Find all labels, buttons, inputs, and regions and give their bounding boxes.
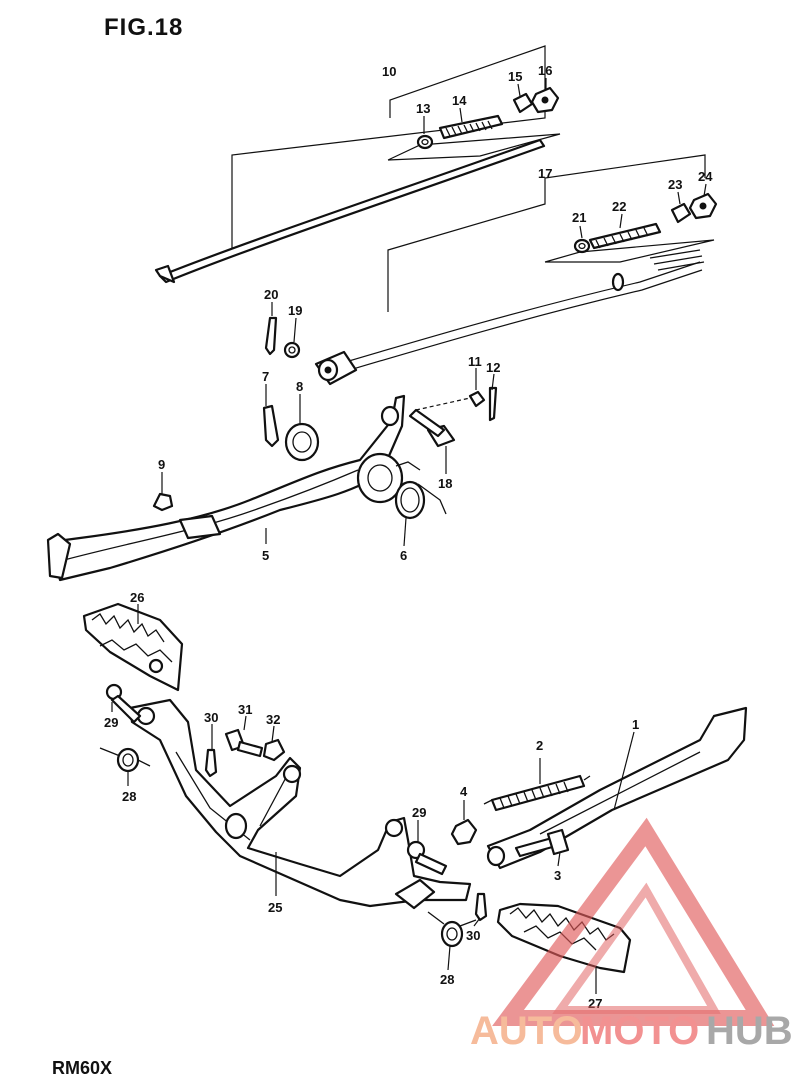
spring-28-lower: [427, 911, 477, 948]
callout-23: 23: [668, 177, 682, 192]
callout-24: 24: [698, 169, 713, 184]
leader-lines: [111, 78, 707, 994]
callout-13: 13: [416, 101, 430, 116]
adjuster-nut-24: [688, 192, 718, 220]
callout-10: 10: [382, 64, 396, 79]
model-code: RM60X: [52, 1058, 113, 1078]
pivot-bolt-18: [408, 397, 471, 448]
callout-30-upper: 30: [204, 710, 218, 725]
cable-end-clevis: [314, 350, 358, 386]
cotter-pin-30-upper: [204, 748, 218, 778]
cotter-pin-30-lower: [474, 892, 488, 922]
footrest-26: [82, 602, 184, 692]
side-stand-1: [486, 706, 748, 870]
pin-29-lower: [406, 840, 448, 876]
callout-1: 1: [632, 717, 639, 732]
callout-2: 2: [536, 738, 543, 753]
callout-7: 7: [262, 369, 269, 384]
bolt-31: [224, 728, 264, 758]
brake-cable-assembly: [314, 154, 718, 386]
callout-22: 22: [612, 199, 626, 214]
callout-18: 18: [438, 476, 452, 491]
nut-32: [262, 738, 286, 762]
brake-rod-assembly: [154, 45, 561, 284]
washer-21: [573, 238, 591, 254]
spring-28-upper: [99, 747, 151, 773]
callout-17: 17: [538, 166, 552, 181]
callout-31: 31: [238, 702, 252, 717]
cap-9: [152, 492, 174, 512]
pin-29-upper: [105, 683, 142, 724]
cotter-pin-7: [262, 404, 280, 448]
callout-14: 14: [452, 93, 467, 108]
callout-30-lower: 30: [466, 928, 480, 943]
bolt-3: [514, 828, 570, 858]
callout-12: 12: [486, 360, 500, 375]
spring-14: [438, 114, 504, 140]
callout-28-lower: 28: [440, 972, 454, 987]
callout-labels: 10 13 14 15 16 17 21 22 23 24 20 19 7 8 …: [104, 63, 713, 1011]
brake-rod: [158, 138, 546, 284]
callout-16: 16: [538, 63, 552, 78]
nut-4: [450, 818, 478, 846]
return-spring-6: [394, 461, 447, 520]
washer-19: [283, 341, 301, 359]
callout-4: 4: [460, 784, 468, 799]
callout-8: 8: [296, 379, 303, 394]
callout-19: 19: [288, 303, 302, 318]
callout-32: 32: [266, 712, 280, 727]
callout-25: 25: [268, 900, 282, 915]
callout-11: 11: [468, 354, 482, 369]
washer-13: [416, 134, 434, 150]
spring-22: [588, 222, 662, 250]
cotter-pin-20: [264, 316, 278, 356]
adjuster-nut-16: [530, 86, 560, 114]
washer-11: [468, 390, 486, 408]
figure-title: FIG.18: [104, 14, 184, 41]
callout-15: 15: [508, 69, 522, 84]
watermark-moto: MOTO: [580, 1009, 699, 1053]
washer-8: [284, 422, 320, 462]
watermark-hub: HUB: [706, 1009, 793, 1053]
callout-5: 5: [262, 548, 269, 563]
brake-pedal-5: [46, 394, 406, 582]
callout-6: 6: [400, 548, 407, 563]
cotter-pin-12: [488, 386, 498, 422]
callout-26: 26: [130, 590, 144, 605]
callout-9: 9: [158, 457, 165, 472]
joint-23: [670, 202, 692, 224]
callout-21: 21: [572, 210, 586, 225]
callout-29-upper: 29: [104, 715, 118, 730]
spring-2: [483, 774, 591, 812]
watermark-auto: AUTO: [470, 1009, 583, 1053]
watermark-logo: AUTO MOTO HUB: [470, 817, 793, 1053]
joint-15: [512, 92, 534, 114]
callout-28-upper: 28: [122, 789, 136, 804]
callout-3: 3: [554, 868, 561, 883]
callout-20: 20: [264, 287, 278, 302]
callout-29-lower: 29: [412, 805, 426, 820]
footrest-bracket-25: [128, 698, 472, 910]
